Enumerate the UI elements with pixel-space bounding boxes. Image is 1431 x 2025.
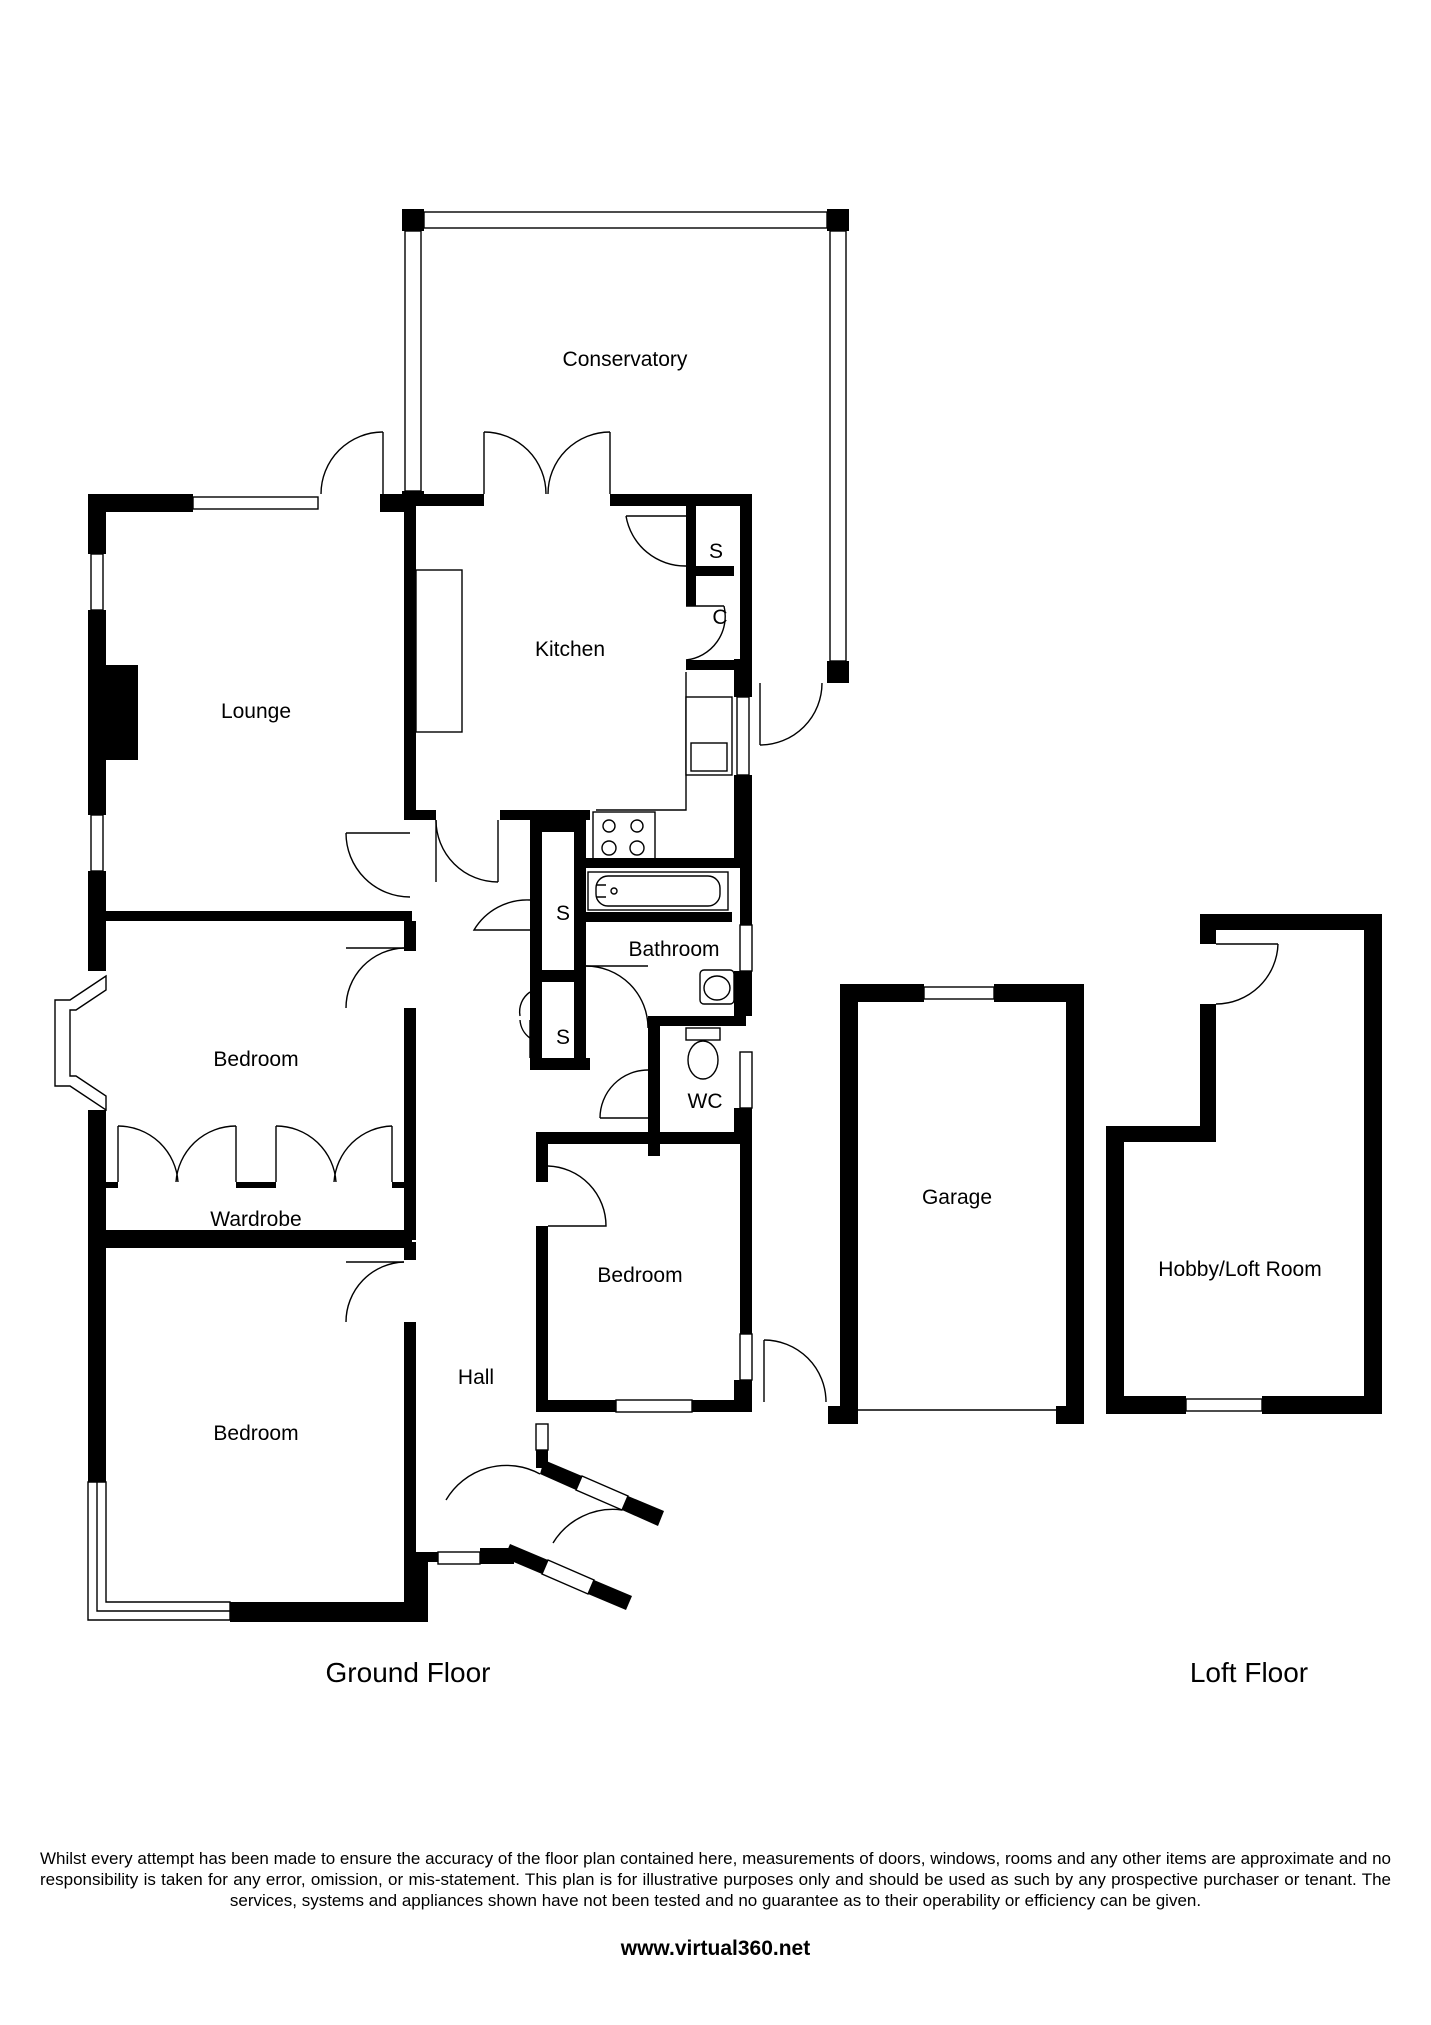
hall-stores-bath-wc-structure: [472, 820, 753, 1156]
ground-floor-label: Ground Floor: [326, 1657, 491, 1688]
website-link[interactable]: www.virtual360.net: [620, 1937, 811, 1960]
kitchen-label: Kitchen: [535, 638, 605, 661]
bedroom-1-structure: [54, 911, 416, 1250]
kitchen-cupboard-label: C: [712, 606, 727, 629]
kitchen-structure: [404, 431, 752, 883]
wardrobe-label: Wardrobe: [210, 1208, 301, 1231]
bedroom-3-structure: [416, 1132, 827, 1622]
bathroom-label: Bathroom: [628, 938, 719, 961]
lounge-label: Lounge: [221, 700, 291, 723]
loft-floor-label: Loft Floor: [1190, 1657, 1308, 1688]
bedroom-2-structure: [87, 1240, 416, 1622]
hall-store-1-label: S: [556, 902, 570, 925]
bedroom-1-label: Bedroom: [213, 1048, 298, 1071]
hobby-loft-room-label: Hobby/Loft Room: [1158, 1258, 1321, 1281]
disclaimer-text: Whilst every attempt has been made to en…: [40, 1849, 1391, 1910]
conservatory-label: Conservatory: [563, 348, 688, 371]
kitchen-store-label: S: [709, 540, 723, 563]
loft-room-structure: [1106, 914, 1382, 1414]
bedroom-3-label: Bedroom: [597, 1264, 682, 1287]
hall-label: Hall: [458, 1366, 494, 1389]
hall-store-2-label: S: [556, 1026, 570, 1049]
conservatory-structure: [402, 209, 849, 746]
garage-structure: [828, 984, 1084, 1424]
wc-label: WC: [688, 1090, 723, 1113]
bedroom-2-label: Bedroom: [213, 1422, 298, 1445]
garage-label: Garage: [922, 1186, 992, 1209]
